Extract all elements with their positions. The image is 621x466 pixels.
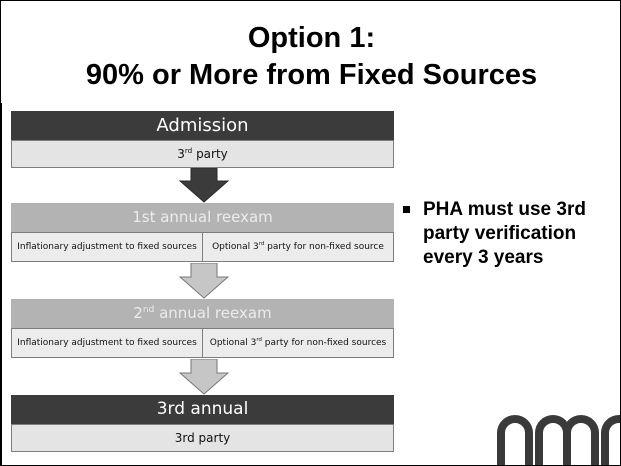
admission-label: Admission: [156, 115, 249, 136]
reexam-3-label: 3rd annual: [156, 399, 249, 419]
reexam-1-box: 1st annual reexam: [11, 203, 394, 232]
arrow-down-icon: [179, 359, 229, 395]
left-border-line: [1, 103, 2, 465]
reexam-3-box: 3rd annual: [11, 395, 394, 424]
reexam-2-box: 2nd annual reexam: [11, 299, 394, 328]
admission-detail: 3rd party: [11, 140, 394, 168]
bullet-square-icon: [403, 206, 410, 213]
reexam-1-right-cell: Optional 3rd party for non-fixed source: [203, 232, 394, 262]
reexam-3-detail: 3rd party: [11, 424, 394, 452]
reexam-2-details: Inflationary adjustment to fixed sources…: [11, 328, 394, 358]
title-line-1: Option 1:: [247, 22, 376, 54]
reexam-2-right-cell: Optional 3rd party for non-fixed sources: [203, 328, 394, 358]
reexam-1-left-cell: Inflationary adjustment to fixed sources: [11, 232, 203, 262]
reexam-2-label: 2nd annual reexam: [133, 304, 272, 322]
bullet-text: PHA must use 3rd party verification ever…: [423, 199, 586, 268]
reexam-1-label: 1st annual reexam: [132, 208, 273, 226]
title-line-2: 90% or More from Fixed Sources: [85, 59, 538, 91]
reexam-1-details: Inflationary adjustment to fixed sources…: [11, 232, 394, 262]
admission-box: Admission: [11, 111, 394, 140]
nmp-logo-icon: [497, 415, 620, 465]
reexam-2-left-cell: Inflationary adjustment to fixed sources: [11, 328, 203, 358]
arrow-down-icon: [179, 168, 229, 203]
arrow-down-icon: [179, 263, 229, 299]
